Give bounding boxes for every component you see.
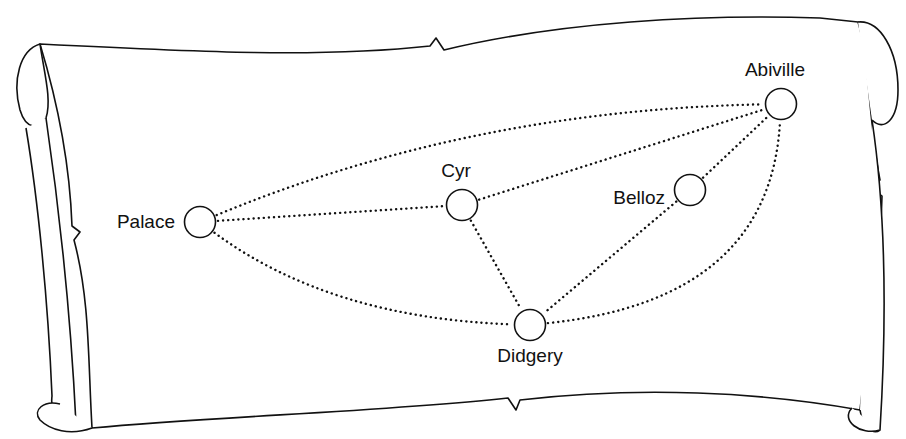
dotted-road (471, 221, 521, 310)
town-circle (764, 87, 798, 121)
dotted-road (703, 116, 768, 177)
town-name: Cyr (441, 161, 471, 182)
town-node: Cyr (445, 188, 479, 222)
town-circle (183, 205, 217, 239)
town-circle (445, 188, 479, 222)
town-name: Palace (117, 212, 175, 233)
dotted-road (214, 233, 512, 325)
town-circle (673, 173, 707, 207)
dotted-road (218, 206, 444, 221)
town-node: Abiville (764, 87, 798, 121)
dotted-road (479, 109, 764, 199)
dotted-road (548, 122, 780, 323)
town-node: Didgery (513, 308, 547, 342)
town-node: Palace (183, 205, 217, 239)
town-node: Belloz (673, 173, 707, 207)
town-name: Belloz (613, 188, 665, 209)
town-circle (513, 308, 547, 342)
town-name: Abiville (745, 60, 805, 81)
dotted-road (217, 104, 763, 215)
town-name: Didgery (497, 346, 562, 367)
